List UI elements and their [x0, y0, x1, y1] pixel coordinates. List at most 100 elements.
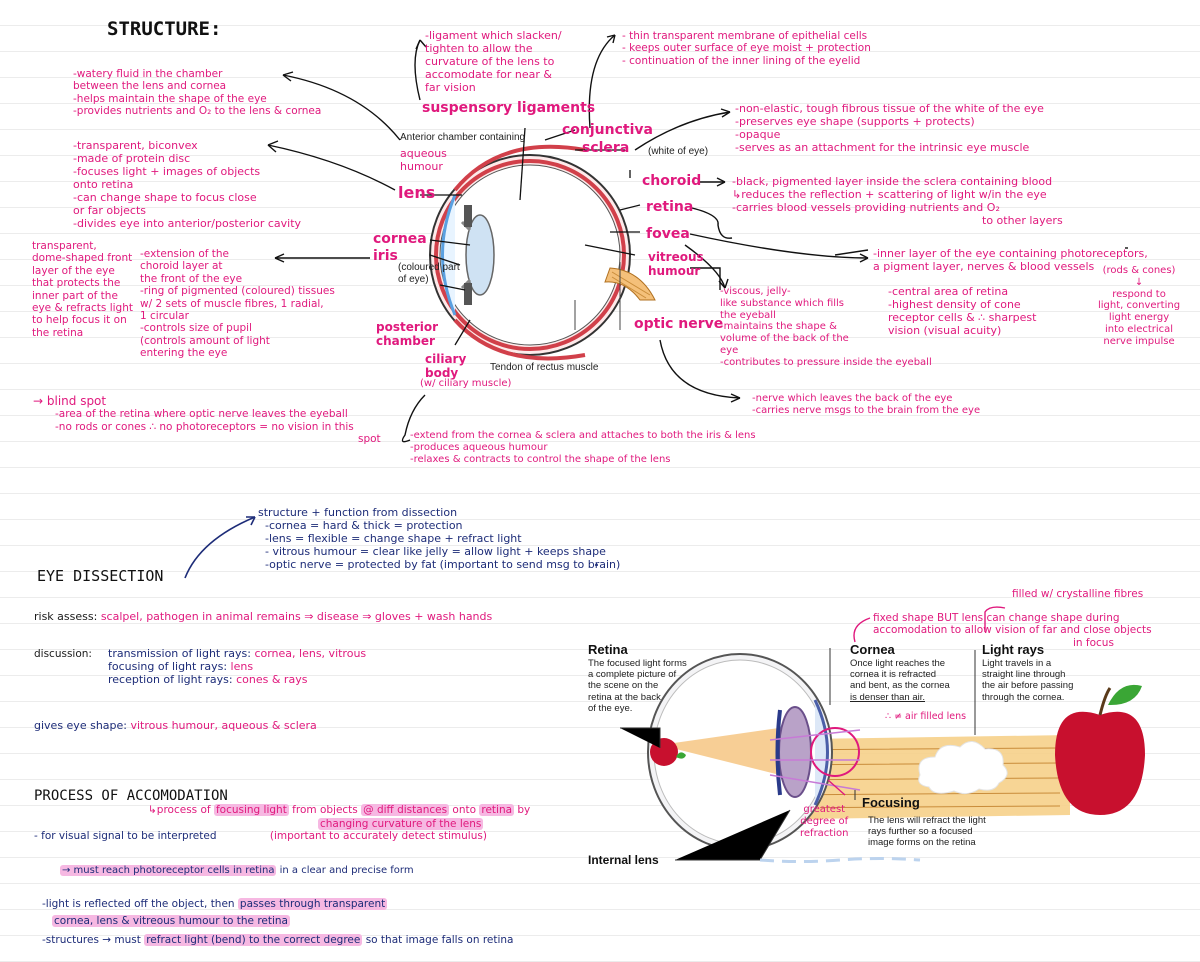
accommodation-line1: ↳process of focusing light from objects … — [148, 804, 530, 816]
accommodation-line2: changing curvature of the lens — [318, 818, 484, 830]
note-line: a pigment layer, nerves & blood vessels — [873, 259, 1095, 273]
fixed-shape-note: fixed shape BUT lens can change shape du… — [873, 612, 1152, 649]
text-part: -light is reflected off the object, then — [42, 898, 238, 910]
discussion-key: transmission of light rays: — [108, 647, 251, 660]
highlight: → must reach photoreceptor cells in reti… — [60, 865, 277, 876]
note-line: -inner layer of the eye containing photo… — [873, 247, 1148, 260]
highlight: changing curvature of the lens — [318, 818, 484, 830]
note-line: -carries nerve msgs to the brain from th… — [752, 404, 981, 416]
discussion-key: reception of light rays: — [108, 672, 233, 686]
accommodation-line5: -light is reflected off the object, then… — [42, 898, 388, 910]
text-part: ↳process of — [148, 804, 214, 816]
caption-line: the scene on the — [588, 680, 659, 692]
dissection-arrow — [184, 516, 598, 579]
retina-label: retina — [646, 199, 694, 215]
highlight: focusing light — [213, 804, 289, 816]
note-line: greatest — [803, 804, 846, 815]
note-line: that protects the — [32, 277, 121, 290]
dissection-item: -optic nerve = protected by fat (importa… — [265, 557, 621, 571]
note-line: -carries blood vessels providing nutrien… — [732, 200, 1000, 214]
note-line: -ring of pigmented (coloured) tissues — [140, 285, 335, 298]
text-part: - for visual signal to be interpreted — [34, 830, 217, 842]
anterior-chamber-label: Anterior chamber containing — [400, 132, 526, 143]
note-line: eye — [720, 344, 739, 356]
eye-shape-line: gives eye shape: vitrous humour, aqueous… — [34, 719, 317, 733]
highlight: @ diff distances — [361, 804, 450, 816]
note-line: -controls size of pupil — [140, 322, 252, 335]
caption-line: cornea it is refracted — [850, 669, 937, 681]
note-line: fixed shape BUT lens can change shape du… — [873, 612, 1120, 624]
cornea-annotation: ∴ ≠ air filled lens — [885, 711, 967, 722]
cornea-notes: transparent, dome-shaped front layer of … — [32, 240, 133, 339]
text-part: so that image falls on retina — [362, 934, 514, 946]
retina-notes: -inner layer of the eye containing photo… — [873, 247, 1148, 274]
dissection-item: - vitrous humour = clear like jelly = al… — [265, 544, 606, 558]
highlight: refract light (bend) to the correct degr… — [144, 934, 363, 946]
caption-line: and bent, as the cornea — [850, 680, 950, 692]
note-line: -divides eye into anterior/posterior cav… — [73, 216, 302, 230]
choroid-notes: -black, pigmented layer inside the scler… — [732, 175, 1063, 228]
note-line: -maintains the shape & — [720, 321, 837, 333]
risk-value: scalpel, pathogen in animal remains ⇒ di… — [100, 610, 493, 623]
discussion-lines: transmission of light rays: cornea, lens… — [108, 647, 366, 687]
highlight: retina — [479, 804, 515, 816]
photoreceptor-notes: (rods & cones) ↓ respond to light, conve… — [1098, 265, 1180, 348]
caption-line: straight line through — [982, 669, 1066, 681]
note-line: spot — [358, 432, 381, 445]
note-line: -made of protein disc — [73, 151, 191, 165]
note-line: -helps maintain the shape of the eye — [73, 92, 267, 105]
discussion-key: focusing of light rays: — [108, 659, 228, 673]
note-line: -nerve which leaves the back of the eye — [752, 393, 953, 404]
note-line: (controls amount of light — [140, 334, 270, 347]
note-line: -non-elastic, tough fibrous tissue of th… — [735, 102, 1044, 115]
cornea-text: Once light reaches the cornea it is refr… — [850, 658, 950, 703]
note-line: -serves as an attachment for the intrins… — [735, 140, 1030, 154]
note-line: the eyeball — [720, 309, 776, 321]
text-part: by — [514, 804, 531, 816]
risk-assessment: risk assess: scalpel, pathogen in animal… — [34, 610, 493, 624]
caption-line: the air before passing — [982, 680, 1074, 692]
aqueous-humour-label: aqueous humour — [400, 147, 447, 173]
note-line: -area of the retina where optic nerve le… — [55, 408, 348, 421]
note-line: in focus — [1073, 636, 1114, 649]
retina-text: The focused light forms a complete pictu… — [588, 658, 687, 714]
posterior-chamber-label: posterior chamber — [376, 320, 439, 349]
note-line: -relaxes & contracts to control the shap… — [410, 453, 671, 465]
vitreous-notes: -viscous, jelly- like substance which fi… — [720, 286, 932, 369]
caption-line: The focused light forms — [588, 658, 687, 669]
highlight: cornea, lens & vitreous humour to the re… — [52, 915, 290, 927]
coloured-part-label: (coloured part of eye) — [398, 262, 460, 285]
note-line: -transparent, biconvex — [73, 139, 198, 152]
accommodation-line4: → must reach photoreceptor cells in reti… — [60, 865, 414, 877]
note-line: respond to — [1112, 288, 1166, 300]
fovea-notes: -central area of retina -highest density… — [888, 285, 1036, 338]
text-part: -structures → must — [42, 934, 145, 946]
note-line: -black, pigmented layer inside the scler… — [732, 175, 1053, 188]
sclera-notes: -non-elastic, tough fibrous tissue of th… — [735, 102, 1044, 155]
text-part: from objects — [288, 804, 362, 816]
note-line: dome-shaped front — [32, 252, 133, 265]
iris-label: iris — [373, 248, 398, 264]
structure-title: STRUCTURE: — [107, 18, 222, 40]
note-line: -no rods or cones ∴ no photoreceptors = … — [55, 420, 354, 433]
focusing-text: The lens will refract the light rays fur… — [868, 815, 986, 849]
note-line: far vision — [425, 80, 476, 94]
dissection-items: -cornea = hard & thick = protection -len… — [265, 519, 621, 572]
caption-line: retina at the back — [588, 691, 661, 703]
note-line: -viscous, jelly- — [720, 286, 791, 297]
accommodation-title: PROCESS OF ACCOMODATION — [34, 788, 228, 804]
caption-line: is denser than air. — [850, 691, 925, 703]
focus-diagram-art — [620, 606, 1145, 863]
caption-line: image forms on the retina — [868, 837, 976, 849]
greatest-refraction-note: greatest degree of refraction — [800, 804, 848, 839]
risk-label: risk assess: — [34, 610, 98, 623]
accommodation-line3: - for visual signal to be interpreted (i… — [34, 830, 487, 842]
ciliary-body-label: ciliary body — [425, 352, 467, 381]
note-line: between the lens and cornea — [73, 80, 227, 93]
blind-spot-notes: → blind spot -area of the retina where o… — [33, 394, 381, 445]
discussion-value: lens — [230, 659, 254, 673]
optic-nerve-notes: -nerve which leaves the back of the eye … — [752, 393, 980, 417]
conjunctiva-notes: - thin transparent membrane of epithelia… — [622, 30, 871, 67]
dissection-title: EYE DISSECTION — [37, 567, 164, 585]
note-line: -extension of the — [140, 248, 230, 260]
